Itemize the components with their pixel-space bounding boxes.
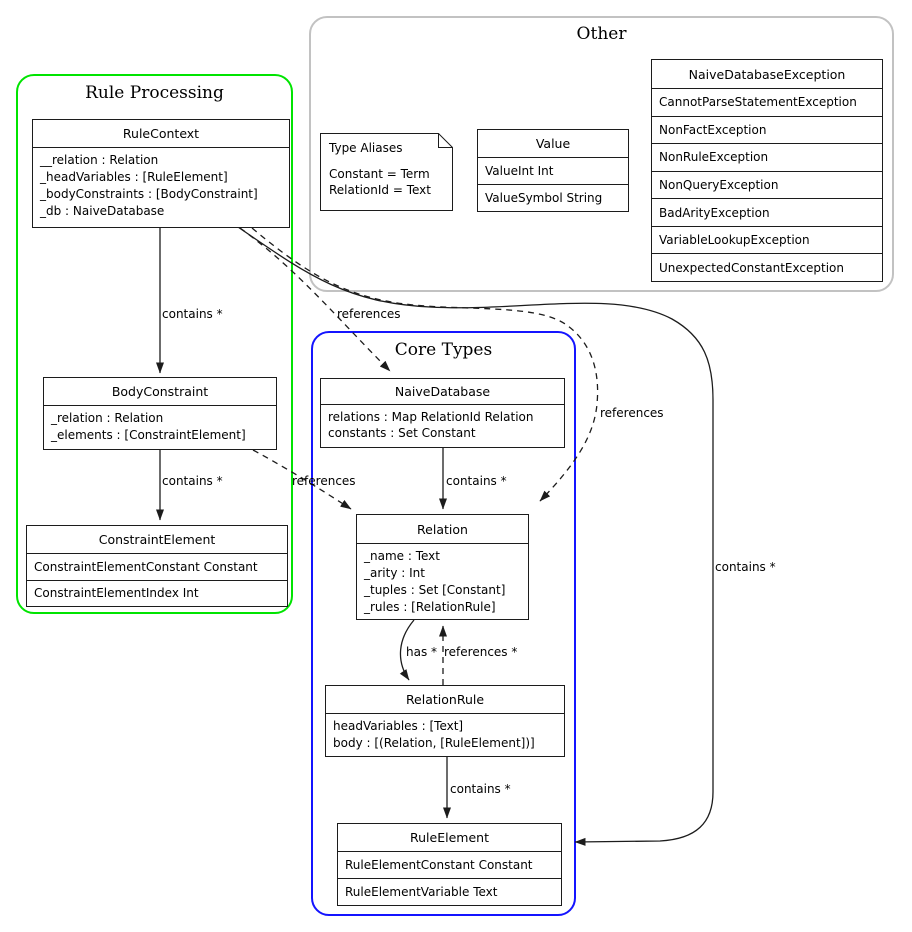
group-other: Other xyxy=(309,16,894,292)
class-rulecontext: RuleContext __relation : Relation _headV… xyxy=(32,119,290,228)
variant-valueint: ValueInt Int xyxy=(478,158,628,185)
edge-label-relation-relationrule: has * xyxy=(406,645,438,659)
attr-db: _db : NaiveDatabase xyxy=(40,204,165,218)
variant-ruleelementconstant: RuleElementConstant Constant xyxy=(338,852,561,879)
group-rule-processing: Rule Processing xyxy=(16,74,293,614)
variant-cannotparsestatement: CannotParseStatementException xyxy=(652,89,882,117)
attr-name: _name : Text xyxy=(364,549,440,563)
note-outline xyxy=(320,133,453,211)
edge-label-relationrule-relation: references * xyxy=(444,645,518,659)
variant-constraintelementconstant: ConstraintElementConstant Constant xyxy=(27,554,287,581)
attr-elements: _elements : [ConstraintElement] xyxy=(51,428,246,442)
attr-body: body : [(Relation, [RuleElement])] xyxy=(333,736,535,750)
class-bodyconstraint-name: BodyConstraint xyxy=(44,378,276,406)
edge-label-rulecontext-bodyconstraint: contains * xyxy=(162,307,223,321)
group-title-other: Other xyxy=(576,24,627,44)
edge-label-rulecontext-ruleelement: contains * xyxy=(715,560,776,574)
edge-rulecontext-naivedatabase xyxy=(239,227,391,372)
attr-tuples: _tuples : Set [Constant] xyxy=(364,583,506,597)
edge-label-bodyconstraint-constraintelement: contains * xyxy=(162,474,223,488)
variant-constraintelementindex: ConstraintElementIndex Int xyxy=(34,586,199,601)
attr-relations: relations : Map RelationId Relation xyxy=(328,410,534,424)
group-title-rule-processing: Rule Processing xyxy=(85,83,224,103)
variant-unexpectedconstant: UnexpectedConstantException xyxy=(659,260,844,275)
class-ruleelement-name: RuleElement xyxy=(338,824,561,852)
note-line-relationid: RelationId = Text xyxy=(329,183,431,197)
class-constraintelement: ConstraintElement ConstraintElementConst… xyxy=(26,525,288,607)
class-naivedatabase: NaiveDatabase relations : Map RelationId… xyxy=(320,378,565,448)
attr-arity: _arity : Int xyxy=(364,566,425,580)
note-line-constant: Constant = Term xyxy=(329,167,430,181)
group-title-core-types: Core Types xyxy=(394,340,493,360)
variant-nonfact: NonFactException xyxy=(652,117,882,145)
attr-relation: __relation : Relation xyxy=(40,153,159,167)
class-value-name: Value xyxy=(478,130,628,158)
variant-nonrule: NonRuleException xyxy=(652,144,882,172)
class-rulecontext-attrs: __relation : Relation _headVariables : [… xyxy=(33,148,289,227)
class-relationrule-attrs: headVariables : [Text] body : [(Relation… xyxy=(326,714,564,756)
attr-relation: _relation : Relation xyxy=(51,411,164,425)
edge-label-bodyconstraint-relation: references xyxy=(292,474,356,488)
class-rulecontext-name: RuleContext xyxy=(33,120,289,148)
variant-badarity: BadArityException xyxy=(652,199,882,227)
class-naivedatabaseexception-name: NaiveDatabaseException xyxy=(652,60,882,89)
edge-label-rulecontext-naivedatabase: references xyxy=(337,307,401,321)
edge-rulecontext-relation xyxy=(251,227,599,502)
class-bodyconstraint-attrs: _relation : Relation _elements : [Constr… xyxy=(44,406,276,449)
edge-label-rulecontext-relation: references xyxy=(600,406,664,420)
variant-variablelookup: VariableLookupException xyxy=(652,227,882,255)
attr-constants: constants : Set Constant xyxy=(328,426,476,440)
class-bodyconstraint: BodyConstraint _relation : Relation _ele… xyxy=(43,377,277,450)
variant-valuesymbol: ValueSymbol String xyxy=(485,191,603,205)
group-core-types: Core Types xyxy=(311,331,576,916)
class-relation-attrs: _name : Text _arity : Int _tuples : Set … xyxy=(357,544,528,619)
class-naivedatabaseexception: NaiveDatabaseException CannotParseStatem… xyxy=(651,59,883,282)
edge-relation-relationrule xyxy=(399,619,415,681)
class-constraintelement-name: ConstraintElement xyxy=(27,526,287,554)
class-relation-name: Relation xyxy=(357,515,528,544)
class-relation: Relation _name : Text _arity : Int _tupl… xyxy=(356,514,529,620)
class-ruleelement: RuleElement RuleElementConstant Constant… xyxy=(337,823,562,906)
edge-label-relationrule-ruleelement: contains * xyxy=(450,782,511,796)
note-title: Type Aliases xyxy=(329,141,403,155)
note-fold xyxy=(438,133,453,148)
class-relationrule: RelationRule headVariables : [Text] body… xyxy=(325,685,565,757)
edge-label-naivedatabase-relation: contains * xyxy=(446,474,507,488)
class-naivedatabase-name: NaiveDatabase xyxy=(321,379,564,405)
class-value: Value ValueInt Int ValueSymbol String xyxy=(477,129,629,212)
edge-rulecontext-ruleelement xyxy=(237,226,714,846)
attr-rules: _rules : [RelationRule] xyxy=(364,600,496,614)
attr-headvariables: headVariables : [Text] xyxy=(333,719,464,733)
attr-headvariables: _headVariables : [RuleElement] xyxy=(40,170,228,184)
variant-nonquery: NonQueryException xyxy=(652,172,882,200)
variant-ruleelementvariable: RuleElementVariable Text xyxy=(345,885,498,899)
note-text: Type Aliases Constant = Term RelationId … xyxy=(320,133,453,211)
edge-bodyconstraint-relation xyxy=(252,449,352,510)
attr-bodyconstraints: _bodyConstraints : [BodyConstraint] xyxy=(40,187,258,201)
class-relationrule-name: RelationRule xyxy=(326,686,564,714)
note-type-aliases: Type Aliases Constant = Term RelationId … xyxy=(320,133,453,211)
class-naivedatabase-attrs: relations : Map RelationId Relation cons… xyxy=(321,405,564,447)
